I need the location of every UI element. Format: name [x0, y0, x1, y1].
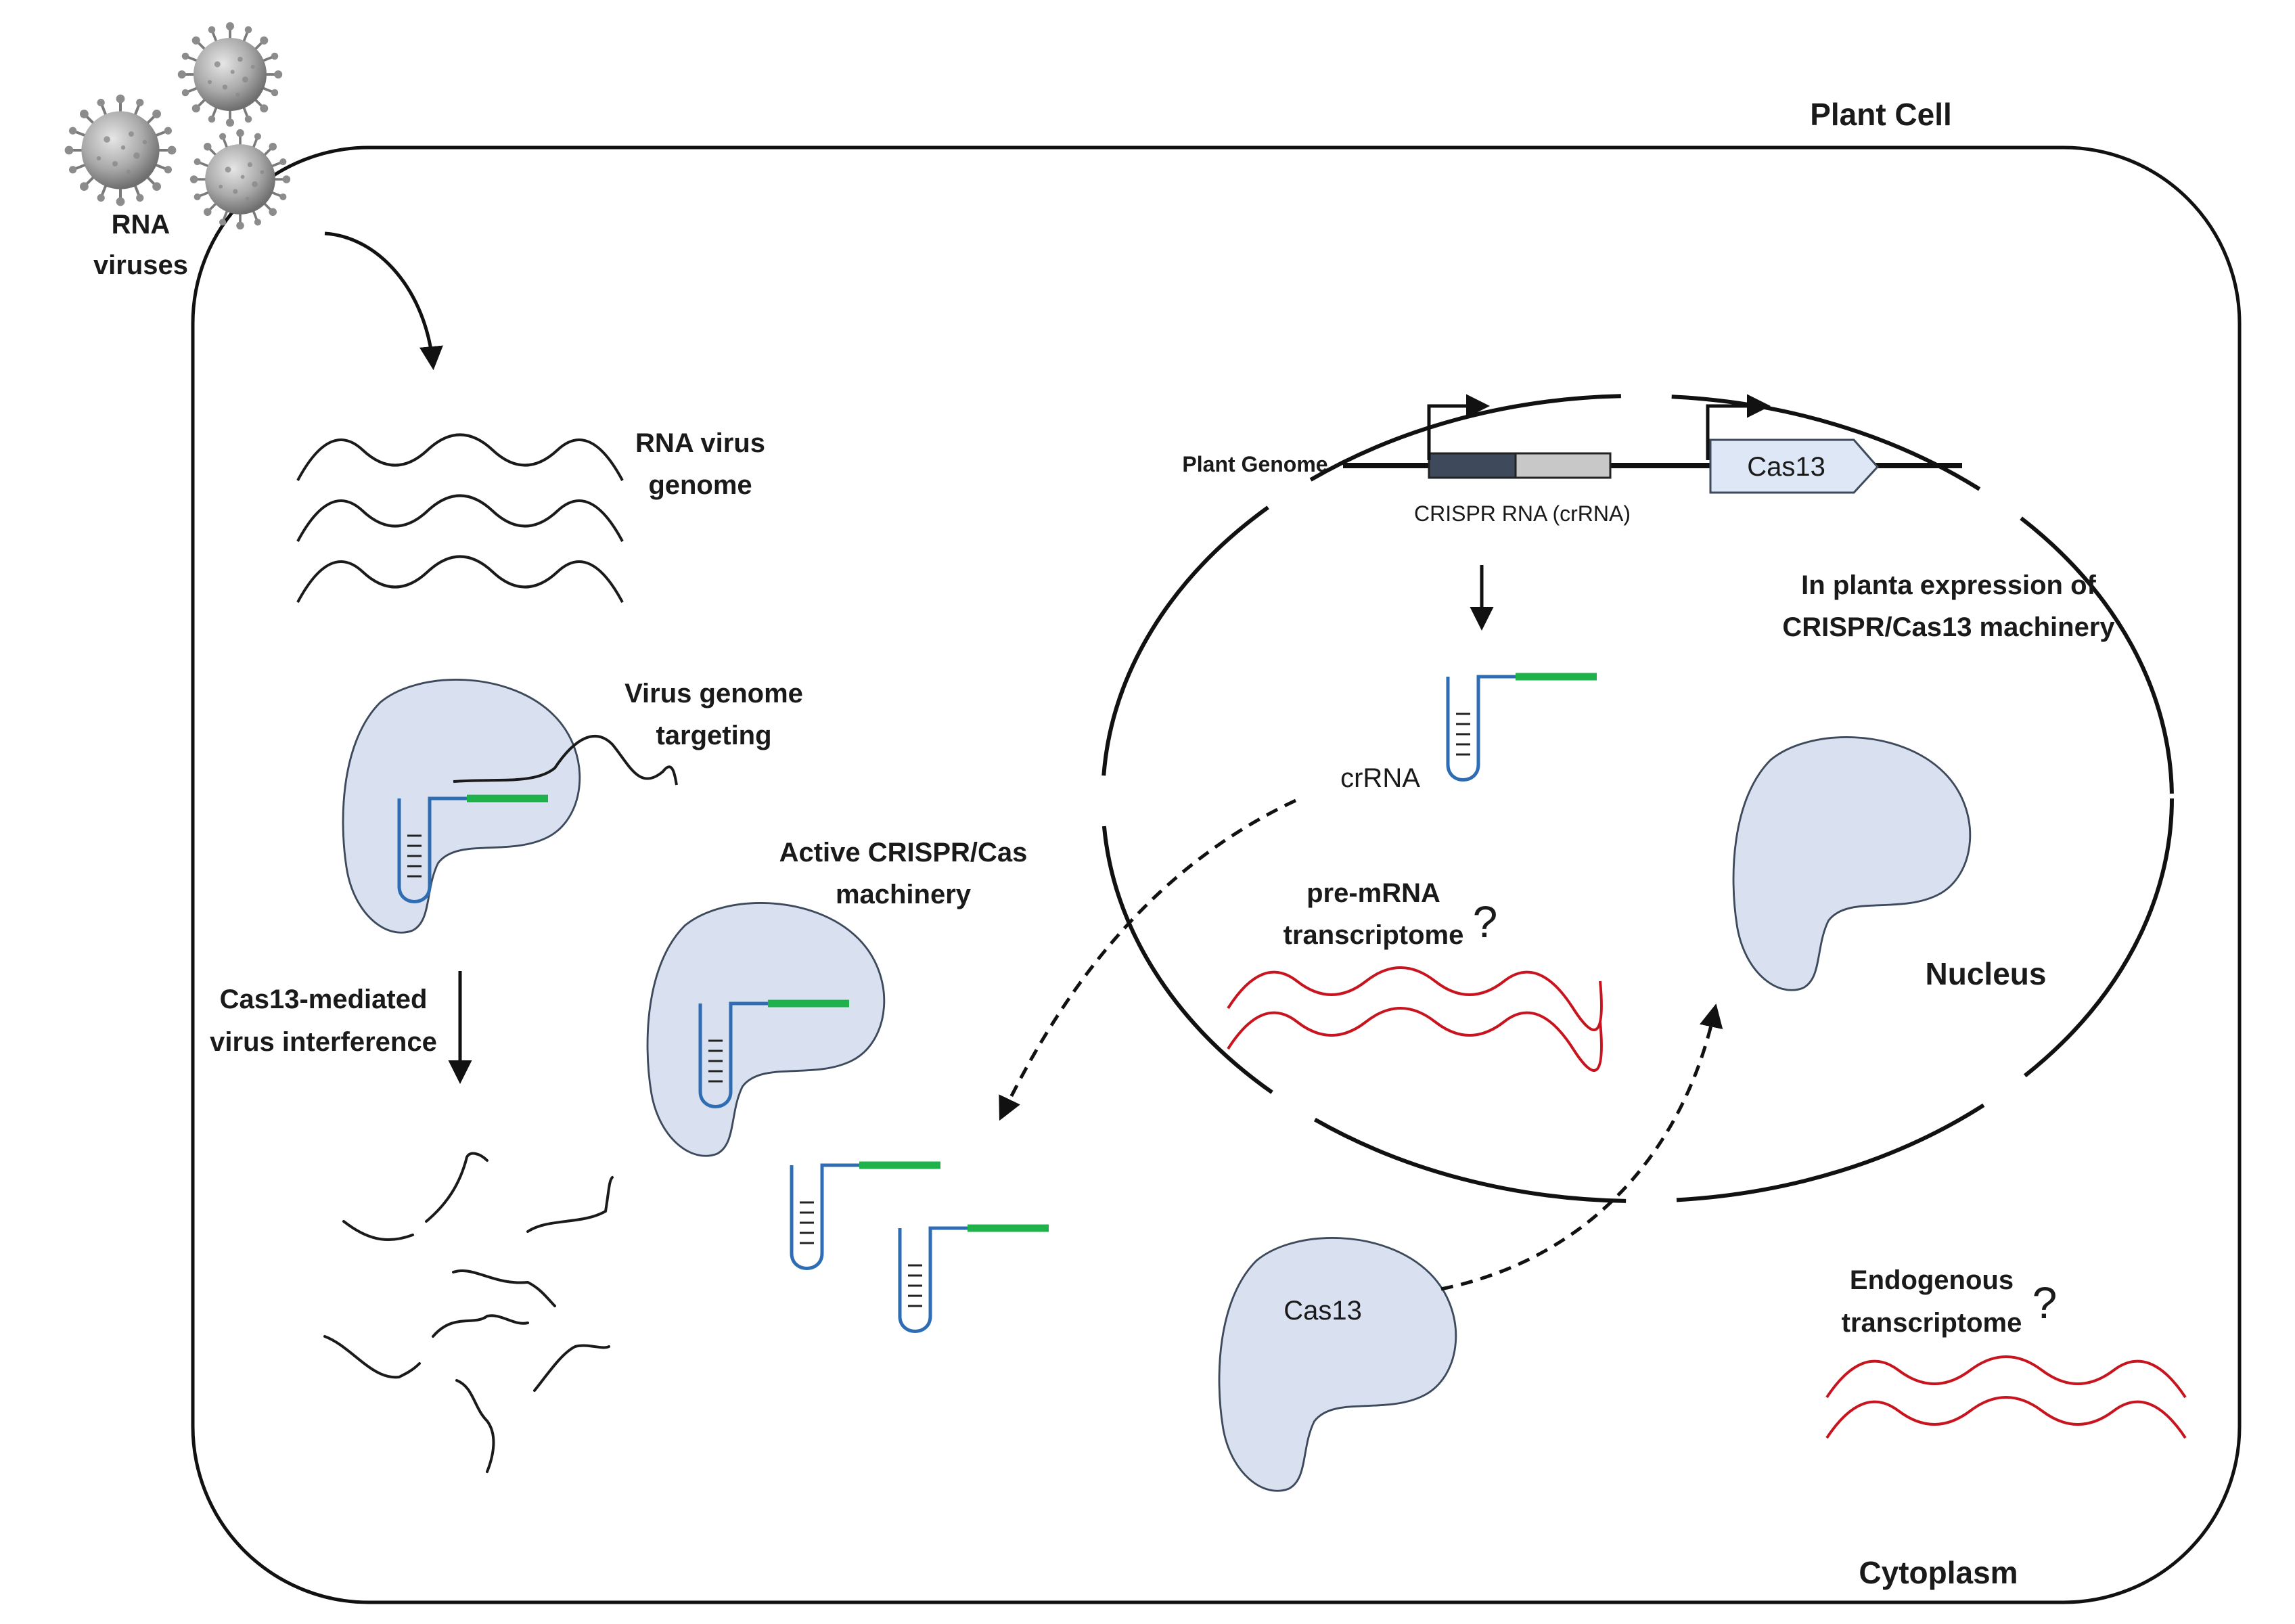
degraded-viral-rna — [323, 1152, 614, 1473]
exported-crrnas — [792, 1165, 1049, 1332]
rna-viruses-label-1: RNA — [112, 210, 171, 240]
in-planta-label-1: In planta expression of — [1801, 570, 2096, 600]
active-cas13-complex — [646, 902, 886, 1157]
active-machinery-label-1: Active CRISPR/Cas — [779, 838, 1028, 867]
nucleus-envelope — [1101, 394, 2174, 1203]
promoter-arrow-icon — [1706, 394, 1771, 460]
endogenous-label-2: transcriptome — [1842, 1308, 2022, 1338]
endogenous-label-1: Endogenous — [1850, 1265, 2014, 1295]
pre-mrna-label-2: transcriptome — [1283, 920, 1464, 950]
gene-arrow-icon — [1709, 438, 1880, 494]
crrna-hairpin-icon — [792, 1165, 940, 1269]
crrna-array-block-light — [1514, 452, 1612, 479]
virus-genome-targeting-label-2: targeting — [656, 721, 771, 750]
rna-virus-genome-label-2: genome — [648, 470, 752, 500]
plant-genome-label: Plant Genome — [1182, 452, 1327, 476]
crrna-label: crRNA — [1340, 763, 1420, 793]
rna-virus-genome-label-1: RNA virus — [635, 428, 765, 458]
cas13-gene-label: Cas13 — [1747, 452, 1825, 482]
virus-particle-icon — [65, 20, 292, 231]
crrna-hairpin-icon — [900, 1228, 1049, 1332]
rna-virus-genome — [296, 433, 624, 603]
protein-blob-icon — [1732, 736, 1972, 991]
pre-mrna-question-mark: ? — [1473, 897, 1498, 947]
rna-viruses-label-2: viruses — [93, 250, 188, 280]
cas13-import-arrow — [1440, 1003, 1723, 1291]
pre-mrna-label-1: pre-mRNA — [1306, 878, 1440, 908]
promoter-arrow-icon — [1427, 394, 1490, 460]
endogenous-question-mark: ? — [2032, 1278, 2058, 1328]
endogenous-transcriptome-waves — [1825, 1355, 2187, 1439]
crrna-array-block-dark — [1428, 452, 1517, 479]
crrna-hairpin-icon — [1448, 677, 1597, 780]
virus-entry-arrow — [324, 231, 443, 370]
targeting-complex — [342, 679, 678, 934]
pre-mrna-waves — [1227, 966, 1603, 1072]
plant-cell-membrane — [191, 145, 2242, 1604]
plant-genome-construct — [1343, 394, 1962, 494]
cas13-interference-label-2: virus interference — [210, 1027, 437, 1057]
nucleus-label: Nucleus — [1926, 956, 2047, 991]
cas13-protein-label: Cas13 — [1283, 1296, 1362, 1326]
in-planta-label-2: CRISPR/Cas13 machinery — [1782, 612, 2115, 642]
crispr-rna-label: CRISPR RNA (crRNA) — [1414, 501, 1631, 526]
virus-genome-targeting-label-1: Virus genome — [624, 679, 803, 708]
cytoplasm-label: Cytoplasm — [1859, 1555, 2018, 1590]
active-machinery-label-2: machinery — [836, 880, 972, 909]
cas13-protein — [1218, 1237, 1457, 1492]
cas13-interference-label-1: Cas13-mediated — [220, 985, 428, 1014]
plant-cell-label: Plant Cell — [1810, 97, 1952, 132]
